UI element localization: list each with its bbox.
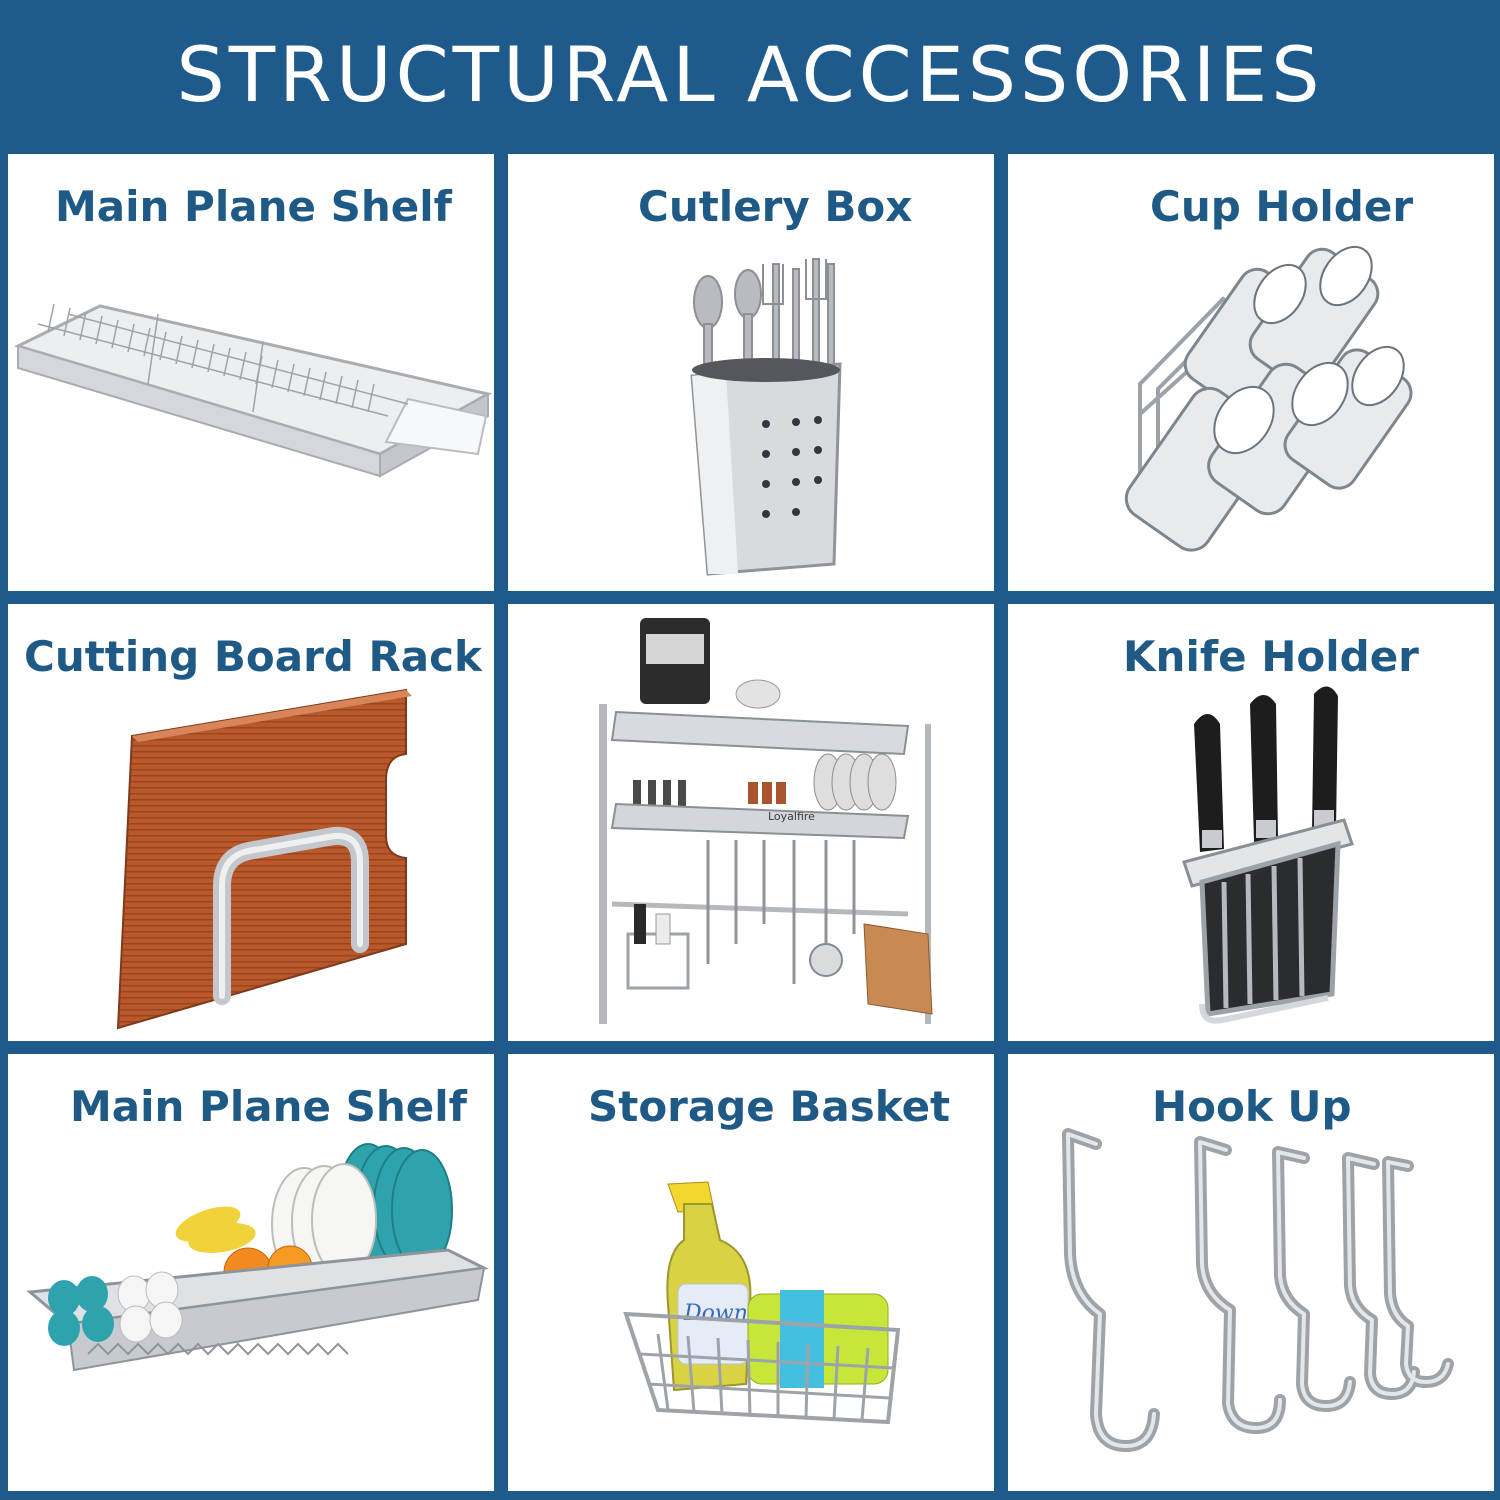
card-label: Cutlery Box [638, 182, 913, 231]
card-label: Cup Holder [1150, 182, 1414, 231]
card-cutting-board-rack: Cutting Board Rack [8, 604, 494, 1041]
accessories-grid: Main Plane Shelf Cutlery Box [8, 154, 1494, 1492]
card-main-plane-shelf-plates: Main Plane Shelf [8, 1054, 494, 1491]
cup-holder-icon [1124, 245, 1413, 552]
card-label: Main Plane Shelf [55, 182, 452, 231]
over-sink-rack-icon: Loyalfire [599, 618, 933, 1024]
s-hooks-icon [1062, 1128, 1454, 1452]
dish-drainer-shelf-icon [13, 303, 493, 478]
cutting-board-rack-icon [116, 688, 412, 1030]
card-label: Storage Basket [588, 1082, 951, 1131]
card-storage-basket: Storage Basket Downy [508, 1054, 994, 1491]
card-over-sink-rack: Loyalfire [508, 604, 994, 1041]
knife-holder-icon [1182, 686, 1354, 1024]
page-title: STRUCTURAL ACCESSORIES [176, 29, 1324, 119]
card-cup-holder: Cup Holder [1008, 154, 1494, 591]
header-banner: STRUCTURAL ACCESSORIES [0, 0, 1500, 148]
card-knife-holder: Knife Holder [1008, 604, 1494, 1041]
card-cutlery-box: Cutlery Box [508, 154, 994, 591]
card-label: Cutting Board Rack [24, 632, 482, 681]
card-label: Hook Up [1152, 1082, 1352, 1131]
rack-brand: Loyalfire [768, 810, 815, 823]
card-main-plane-shelf: Main Plane Shelf [8, 154, 494, 591]
card-label: Knife Holder [1123, 632, 1419, 681]
plate-rack-shelf-icon [26, 1143, 490, 1372]
card-hook-up: Hook Up [1008, 1054, 1494, 1491]
storage-basket-icon: Downy [623, 1181, 901, 1425]
card-label: Main Plane Shelf [70, 1082, 467, 1131]
cutlery-box-icon [690, 258, 842, 576]
